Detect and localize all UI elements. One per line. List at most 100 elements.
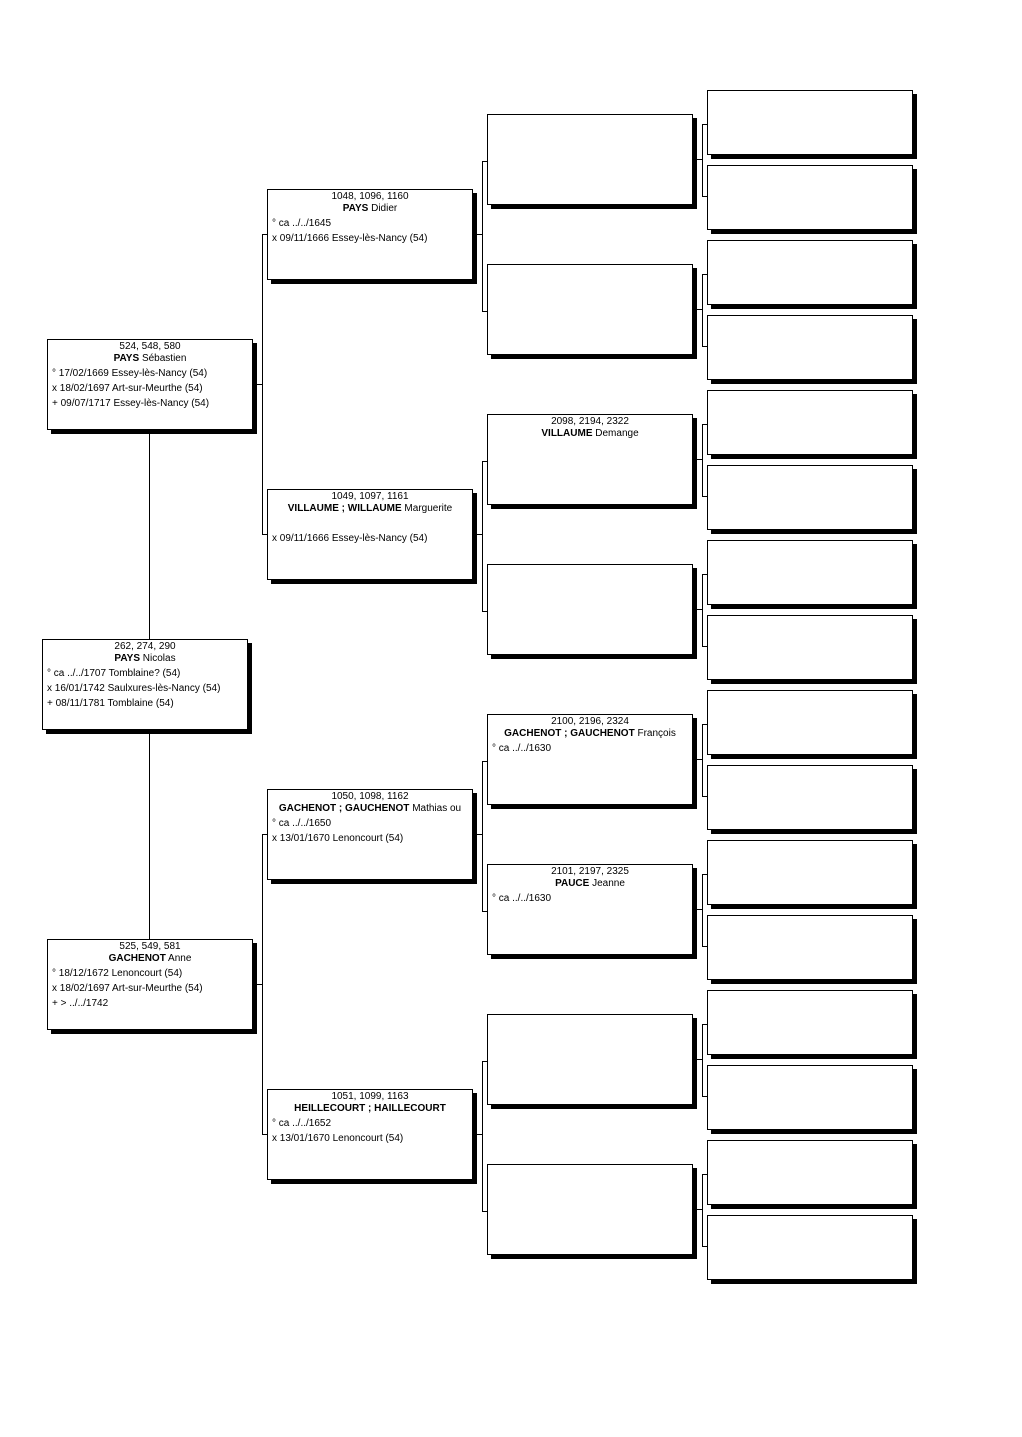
connector-line <box>482 611 487 612</box>
person-surname: PAUCE <box>555 878 590 889</box>
connector-line <box>702 1024 707 1025</box>
connector-line <box>262 834 267 835</box>
person-surname: GACHENOT <box>108 953 166 964</box>
connector-line <box>482 1061 483 1211</box>
ancestor-box-empty[interactable] <box>707 1215 913 1280</box>
connector-line <box>693 609 702 610</box>
person-event: x 13/01/1670 Lenoncourt (54) <box>272 833 404 844</box>
person-event: x 16/01/1742 Saulxures-lès-Nancy (54) <box>47 683 221 694</box>
ancestor-box-empty[interactable] <box>707 315 913 380</box>
ancestor-box-empty[interactable] <box>707 1065 913 1130</box>
ancestor-box-empty[interactable] <box>707 915 913 980</box>
connector-line <box>702 1174 707 1175</box>
connector-line <box>482 911 487 912</box>
connector-line <box>702 124 703 196</box>
ancestor-box-empty[interactable] <box>707 240 913 305</box>
connector-line <box>262 1134 267 1135</box>
connector-line <box>482 761 487 762</box>
person-name: PAYS Didier <box>268 203 472 215</box>
ancestor-box-empty[interactable] <box>707 765 913 830</box>
connector-line <box>702 724 707 725</box>
connector-line <box>482 761 483 911</box>
ancestor-box-empty[interactable] <box>707 390 913 455</box>
connector-line <box>702 274 703 346</box>
ancestor-box-empty[interactable] <box>707 165 913 230</box>
person-ids: 2101, 2197, 2325 <box>551 866 629 877</box>
ancestor-box-empty[interactable] <box>707 90 913 155</box>
ancestor-box-empty[interactable] <box>707 840 913 905</box>
person-given-name: Mathias ou <box>412 803 462 814</box>
person-event: x 13/01/1670 Lenoncourt (54) <box>272 1133 404 1144</box>
connector-line <box>262 234 263 534</box>
connector-line <box>702 1174 703 1246</box>
connector-line <box>702 424 703 496</box>
connector-line <box>149 430 150 639</box>
person-ids: 1049, 1097, 1161 <box>331 491 409 502</box>
person-name: PAYS Nicolas <box>43 653 247 665</box>
ancestor-box-empty[interactable] <box>707 690 913 755</box>
person-given-name: François <box>637 728 676 739</box>
person-event: ° ca ../../1650 <box>272 818 332 829</box>
person-given-name: Sébastien <box>141 353 187 364</box>
person-surname: GACHENOT ; GAUCHENOT <box>278 803 410 814</box>
ancestor-box-empty[interactable] <box>487 114 693 205</box>
person-event: ° ca ../../1645 <box>272 218 332 229</box>
connector-line <box>482 1061 487 1062</box>
connector-line <box>262 534 267 535</box>
ancestor-box-empty[interactable] <box>707 1140 913 1205</box>
connector-line <box>693 759 702 760</box>
person-event: x 18/02/1697 Art-sur-Meurthe (54) <box>52 383 203 394</box>
person-event: ° ca ../../1630 <box>492 893 552 904</box>
connector-line <box>702 874 703 946</box>
person-given-name: Demange <box>595 428 639 439</box>
connector-line <box>482 1211 487 1212</box>
connector-line <box>253 384 262 385</box>
ancestor-box-empty[interactable] <box>707 990 913 1055</box>
connector-line <box>473 534 482 535</box>
connector-line <box>693 459 702 460</box>
person-name: GACHENOT Anne <box>48 953 252 965</box>
person-event: ° ca ../../1630 <box>492 743 552 754</box>
connector-line <box>702 424 707 425</box>
person-ids: 262, 274, 290 <box>114 641 176 652</box>
connector-line <box>702 196 707 197</box>
person-ids: 1048, 1096, 1160 <box>331 191 409 202</box>
connector-line <box>702 1096 707 1097</box>
ancestor-box-empty[interactable] <box>487 1164 693 1255</box>
connector-line <box>702 874 707 875</box>
person-event: x 09/11/1666 Essey-lès-Nancy (54) <box>272 233 428 244</box>
connector-line <box>702 646 707 647</box>
connector-line <box>482 161 483 311</box>
ancestor-box-empty[interactable] <box>487 564 693 655</box>
ancestor-box-empty[interactable] <box>707 540 913 605</box>
person-given-name: Anne <box>168 953 192 964</box>
connector-line <box>702 346 707 347</box>
person-name: PAUCE Jeanne <box>488 878 692 890</box>
ancestor-box-empty[interactable] <box>707 615 913 680</box>
person-name: VILLAUME ; WILLAUME Marguerite <box>268 503 472 515</box>
connector-line <box>702 796 707 797</box>
ancestor-box-empty[interactable] <box>487 1014 693 1105</box>
person-surname: VILLAUME <box>541 428 593 439</box>
ancestor-box-empty[interactable] <box>707 465 913 530</box>
person-surname: PAYS <box>113 353 140 364</box>
person-ids: 1050, 1098, 1162 <box>331 791 409 802</box>
person-given-name: Marguerite <box>404 503 453 514</box>
connector-line <box>702 724 703 796</box>
ancestor-box-empty[interactable] <box>487 264 693 355</box>
person-event: ° ca ../../1652 <box>272 1118 332 1129</box>
connector-line <box>262 234 267 235</box>
connector-line <box>702 124 707 125</box>
person-name: HEILLECOURT ; HAILLECOURT <box>268 1103 472 1115</box>
person-event: ° 17/02/1669 Essey-lès-Nancy (54) <box>52 368 208 379</box>
